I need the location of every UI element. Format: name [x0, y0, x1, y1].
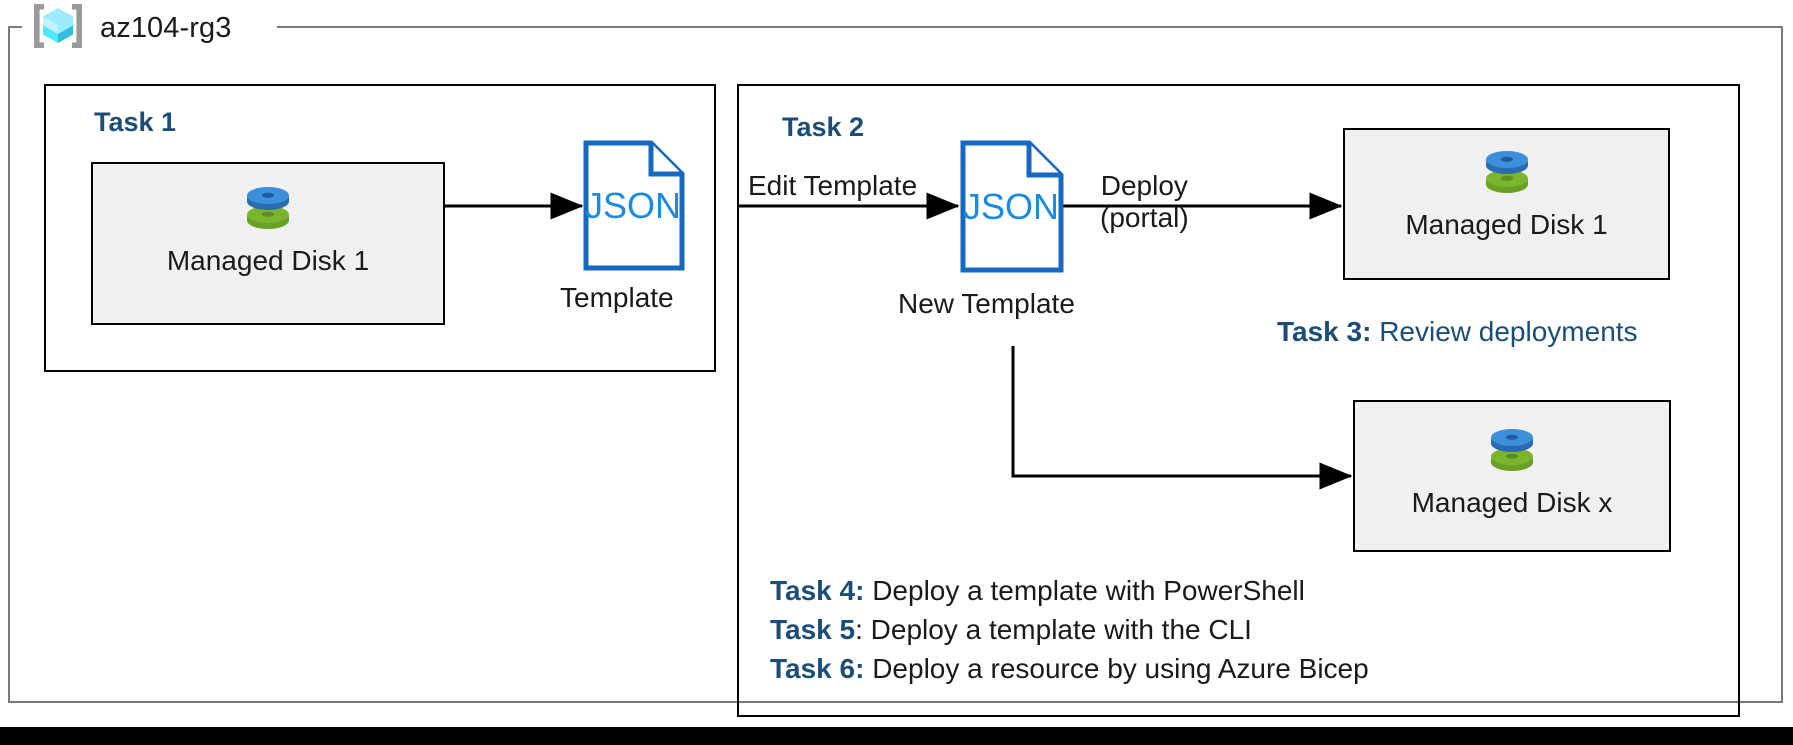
note-task-3-tag: Task 3:	[1277, 316, 1372, 347]
resource-managed-disk-1-deployed[interactable]: Managed Disk 1	[1343, 128, 1670, 280]
note-task-4: Task 4: Deploy a template with PowerShel…	[770, 575, 1305, 607]
note-task-5-body: : Deploy a template with the CLI	[855, 614, 1252, 645]
template-json-file-2[interactable]: JSON	[960, 140, 1064, 278]
note-task-5-tag: Task 5	[770, 614, 856, 645]
managed-disk-icon	[1481, 418, 1543, 485]
managed-disk-icon	[1476, 140, 1538, 207]
note-task-4-body: Deploy a template with PowerShell	[864, 575, 1305, 606]
note-task-6-tag: Task 6:	[770, 653, 865, 684]
template-caption-1: Template	[560, 282, 674, 313]
template-json-file-1[interactable]: JSON	[583, 140, 685, 276]
resource-group-name: az104-rg3	[100, 11, 232, 44]
note-task-3-body: Review deployments	[1371, 316, 1638, 347]
template-caption-2: New Template	[898, 288, 1075, 319]
bottom-black-band	[0, 727, 1793, 745]
task-2-heading: Task 2	[782, 112, 865, 142]
note-task-6: Task 6: Deploy a resource by using Azure…	[770, 653, 1369, 685]
task-1-heading: Task 1	[94, 107, 177, 137]
task-1-group-box	[44, 84, 716, 372]
resource-label: Managed Disk 1	[1405, 209, 1608, 240]
template-file-type-text: JSON	[963, 186, 1059, 227]
resource-managed-disk-x[interactable]: Managed Disk x	[1353, 400, 1671, 552]
resource-label: Managed Disk x	[1411, 487, 1613, 518]
resource-label: Managed Disk 1	[166, 245, 370, 276]
resource-managed-disk-1[interactable]: Managed Disk 1	[91, 162, 445, 325]
edge-label-deploy-line2: (portal)	[1100, 202, 1189, 234]
resource-group-container	[8, 26, 1783, 703]
note-task-3: Task 3: Review deployments	[1277, 316, 1638, 348]
task-2-group-box	[737, 84, 1740, 717]
note-task-4-tag: Task 4:	[770, 575, 865, 606]
edge-label-deploy-portal: Deploy (portal)	[1100, 170, 1189, 235]
note-task-6-body: Deploy a resource by using Azure Bicep	[864, 653, 1369, 684]
azure-resource-group-cube-icon	[30, 1, 86, 56]
managed-disk-icon	[237, 176, 299, 243]
edge-label-deploy-line1: Deploy	[1100, 170, 1188, 201]
note-task-5: Task 5: Deploy a template with the CLI	[770, 614, 1252, 646]
template-file-type-text: JSON	[585, 185, 681, 226]
resource-group-header: az104-rg3	[30, 2, 232, 54]
edge-label-edit-template: Edit Template	[748, 170, 918, 201]
